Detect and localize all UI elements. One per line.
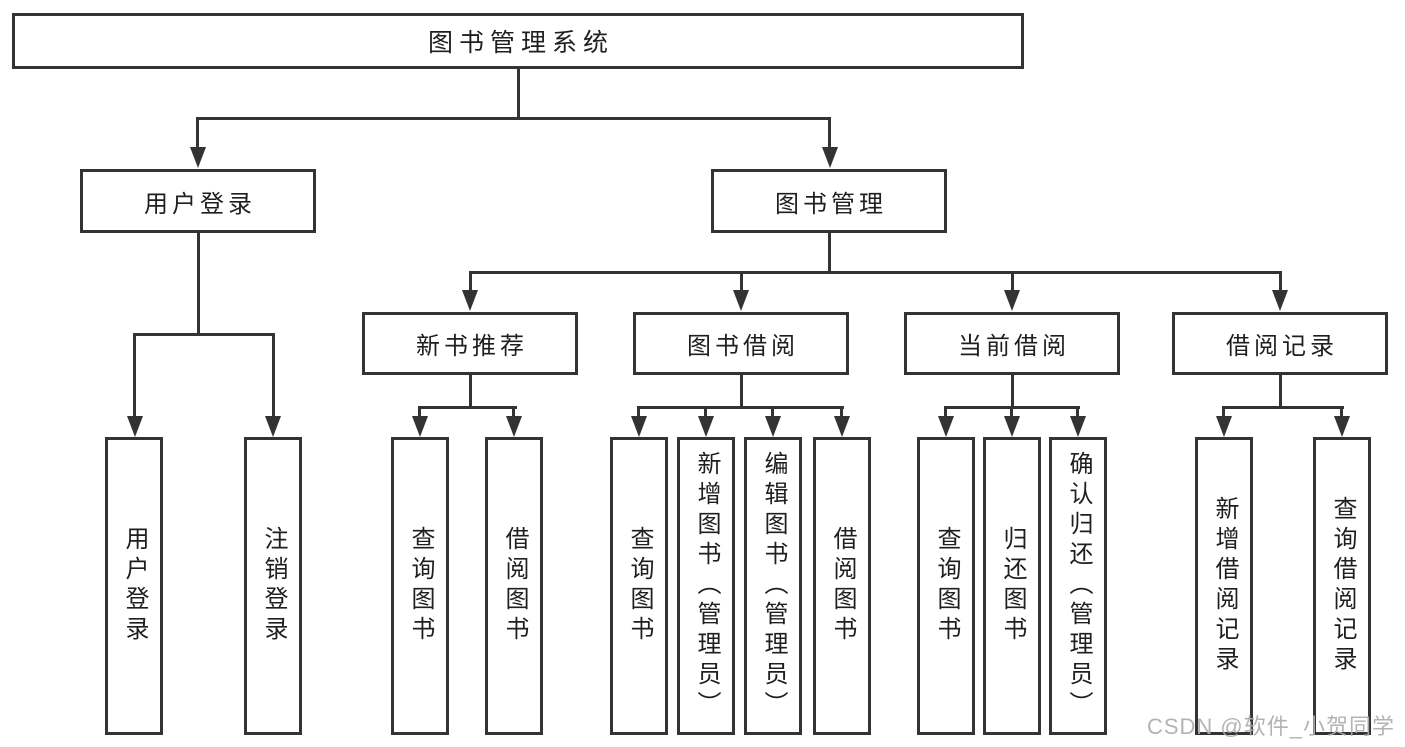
connector-line: [272, 333, 275, 417]
connector-line: [133, 333, 275, 336]
leaf-label: 查询图书: [933, 526, 960, 646]
connector-line: [469, 271, 1281, 274]
connector-line: [418, 406, 421, 418]
node-library-management-system: 图书管理系统: [12, 13, 1024, 69]
connector-line: [196, 117, 831, 120]
node-current-borrowing: 当前借阅: [904, 312, 1120, 375]
connector-line: [512, 406, 515, 418]
connector-line: [1222, 406, 1225, 418]
connector-line: [469, 373, 472, 409]
leaf-label: 查询图书: [626, 526, 653, 646]
node-user-login: 用户登录: [80, 169, 316, 233]
leaf-add-borrow-record: 新增借阅记录: [1195, 437, 1253, 735]
arrowhead-down-icon: [631, 416, 647, 437]
leaf-user-login: 用户登录: [105, 437, 163, 735]
arrowhead-down-icon: [698, 416, 714, 437]
leaf-query-book: 查询图书: [917, 437, 975, 735]
leaf-return-book: 归还图书: [983, 437, 1041, 735]
connector-line: [1076, 406, 1079, 418]
connector-line: [704, 406, 707, 418]
leaf-borrow-book: 借阅图书: [813, 437, 871, 735]
arrowhead-down-icon: [765, 416, 781, 437]
leaf-label: 查询图书: [407, 526, 434, 646]
node-label: 当前借阅: [958, 333, 1070, 360]
leaf-label: 归还图书: [999, 526, 1026, 646]
arrowhead-down-icon: [412, 416, 428, 437]
arrowhead-down-icon: [1070, 416, 1086, 437]
connector-line: [1011, 271, 1014, 292]
connector-line: [1279, 271, 1282, 292]
arrowhead-down-icon: [462, 290, 478, 311]
leaf-label: 用户登录: [121, 526, 148, 646]
connector-line: [740, 373, 743, 409]
connector-line: [840, 406, 843, 418]
leaf-add-book-admin: 新增图书（管理员）: [677, 437, 735, 735]
node-book-management: 图书管理: [711, 169, 947, 233]
node-new-book-recommend: 新书推荐: [362, 312, 578, 375]
arrowhead-down-icon: [265, 416, 281, 437]
arrowhead-down-icon: [938, 416, 954, 437]
leaf-label: 借阅图书: [501, 526, 528, 646]
connector-line: [944, 406, 947, 418]
connector-line: [419, 406, 517, 409]
connector-line: [1011, 373, 1014, 409]
arrowhead-down-icon: [1334, 416, 1350, 437]
arrowhead-down-icon: [1272, 290, 1288, 311]
arrowhead-down-icon: [506, 416, 522, 437]
connector-line: [1279, 373, 1282, 409]
connector-line: [1223, 406, 1344, 409]
arrowhead-down-icon: [1216, 416, 1232, 437]
leaf-label: 注销登录: [260, 526, 287, 646]
connector-line: [133, 333, 136, 417]
arrowhead-down-icon: [190, 147, 206, 168]
connector-line: [1340, 406, 1343, 418]
node-book-borrowing: 图书借阅: [633, 312, 849, 375]
leaf-logout: 注销登录: [244, 437, 302, 735]
leaf-confirm-return-admin: 确认归还（管理员）: [1049, 437, 1107, 735]
connector-line: [196, 117, 199, 150]
arrowhead-down-icon: [127, 416, 143, 437]
node-borrowing-records: 借阅记录: [1172, 312, 1388, 375]
connector-line: [828, 231, 831, 274]
leaf-query-book: 查询图书: [391, 437, 449, 735]
leaf-query-book: 查询图书: [610, 437, 668, 735]
leaf-label: 新增借阅记录: [1211, 496, 1238, 676]
leaf-label: 编辑图书（管理员）: [760, 451, 787, 721]
leaf-label: 借阅图书: [829, 526, 856, 646]
node-label: 用户登录: [144, 190, 256, 218]
arrowhead-down-icon: [834, 416, 850, 437]
arrowhead-down-icon: [1004, 290, 1020, 311]
connector-line: [469, 271, 472, 292]
node-label: 图书借阅: [687, 333, 799, 360]
leaf-borrow-book: 借阅图书: [485, 437, 543, 735]
arrowhead-down-icon: [1004, 416, 1020, 437]
leaf-query-borrow-record: 查询借阅记录: [1313, 437, 1371, 735]
connector-line: [197, 231, 200, 336]
connector-line: [828, 117, 831, 150]
leaf-label: 查询借阅记录: [1329, 496, 1356, 676]
connector-line: [638, 406, 844, 409]
node-label: 图书管理系统: [427, 29, 614, 57]
leaf-label: 确认归还（管理员）: [1065, 451, 1092, 721]
connector-line: [637, 406, 640, 418]
connector-line: [1010, 406, 1013, 418]
leaf-edit-book-admin: 编辑图书（管理员）: [744, 437, 802, 735]
csdn-watermark: CSDN @软件_小贺同学: [1146, 714, 1395, 739]
connector-line: [771, 406, 774, 418]
connector-line: [517, 67, 520, 120]
leaf-label: 新增图书（管理员）: [693, 451, 720, 721]
arrowhead-down-icon: [822, 147, 838, 168]
node-label: 借阅记录: [1226, 333, 1338, 360]
node-label: 图书管理: [775, 190, 887, 218]
node-label: 新书推荐: [416, 333, 528, 360]
connector-line: [740, 271, 743, 292]
arrowhead-down-icon: [733, 290, 749, 311]
